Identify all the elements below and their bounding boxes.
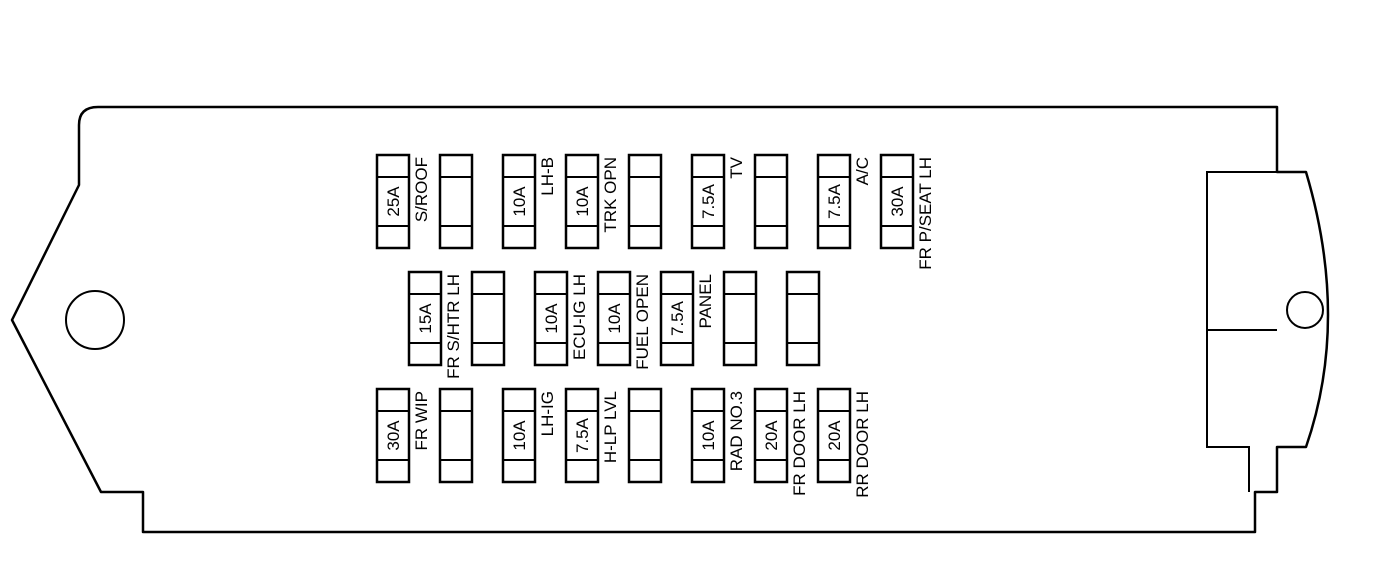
- fuse-label: A/C: [853, 157, 872, 185]
- fuse-label: FR P/SEAT LH: [916, 157, 935, 270]
- fuse-body: [753, 153, 789, 250]
- fuse-label: ECU-IG LH: [570, 274, 589, 360]
- fuse-rating: 10A: [605, 303, 624, 334]
- fuse-label: H-LP LVL: [601, 391, 620, 463]
- fuse-slot: 25A S/ROOF: [375, 153, 431, 250]
- fuse-rating: 15A: [416, 303, 435, 334]
- fuse-slot: [753, 153, 789, 250]
- fuse-body: [722, 270, 758, 367]
- fuse-slot: 30A FR P/SEAT LH: [879, 153, 935, 270]
- fuse-rating: 30A: [384, 420, 403, 451]
- fuse-slot: [722, 270, 758, 367]
- fuse-body: [533, 270, 569, 367]
- fuse-slot: 10A FUEL OPEN: [596, 270, 652, 370]
- fuse-rating: 30A: [888, 186, 907, 217]
- fuse-body: [816, 153, 852, 250]
- fuse-slot: 20A FR DOOR LH: [753, 387, 809, 496]
- fuse-body: [470, 270, 506, 367]
- fuse-slot: 10A LH-IG: [501, 387, 557, 484]
- fuse-body: [407, 270, 443, 367]
- fuse-body: [879, 153, 915, 250]
- fuse-rating: 10A: [699, 420, 718, 451]
- fuse-body: [375, 387, 411, 484]
- fuse-label: TRK OPN: [601, 157, 620, 233]
- fuse-label: FUEL OPEN: [633, 274, 652, 370]
- fuse-slot: 7.5A TV: [690, 153, 746, 250]
- fuse-rating: 7.5A: [825, 183, 844, 219]
- fuse-label: FR DOOR LH: [790, 391, 809, 496]
- fuse-slot: [438, 153, 474, 250]
- fuse-label: S/ROOF: [412, 157, 431, 222]
- fuse-slot: [470, 270, 506, 367]
- fuse-slot: 15A FR S/HTR LH: [407, 270, 463, 379]
- right-mount-hole: [1286, 291, 1324, 329]
- fuse-rating: 10A: [542, 303, 561, 334]
- fuse-rating: 7.5A: [699, 183, 718, 219]
- fuse-label: LH-B: [538, 157, 557, 196]
- fuse-body: [438, 387, 474, 484]
- fuse-slot: [785, 270, 821, 367]
- fuse-rating: 10A: [573, 186, 592, 217]
- left-mount-hole: [65, 290, 125, 350]
- fuse-slot: 30A FR WIP: [375, 387, 431, 484]
- fuse-body: [753, 387, 789, 484]
- fuse-rating: 10A: [510, 420, 529, 451]
- fuse-grid: 25A S/ROOF 10A LH-B 10A TRK OPN 7.5A TV 7.5A A/C 3…: [375, 153, 935, 498]
- fuse-label: FR S/HTR LH: [444, 274, 463, 379]
- fuse-body: [785, 270, 821, 367]
- fuse-label: RAD NO.3: [727, 391, 746, 471]
- fuse-label: FR WIP: [412, 391, 431, 451]
- fuse-slot: [627, 387, 663, 484]
- fuse-body: [438, 153, 474, 250]
- fuse-slot: 7.5A H-LP LVL: [564, 387, 620, 484]
- fuse-label: PANEL: [696, 274, 715, 329]
- fuse-rating: 20A: [762, 420, 781, 451]
- fuse-body: [564, 387, 600, 484]
- fuse-label: RR DOOR LH: [853, 391, 872, 498]
- fuse-body: [659, 270, 695, 367]
- fuse-rating: 10A: [510, 186, 529, 217]
- fuse-body: [627, 387, 663, 484]
- fuse-body: [690, 387, 726, 484]
- fuse-body: [816, 387, 852, 484]
- fuse-body: [627, 153, 663, 250]
- fuse-rating: 20A: [825, 420, 844, 451]
- fuse-label: LH-IG: [538, 391, 557, 436]
- fuse-slot: 10A TRK OPN: [564, 153, 620, 250]
- fuse-body: [501, 387, 537, 484]
- fuse-slot: [438, 387, 474, 484]
- fuse-slot: 10A RAD NO.3: [690, 387, 746, 484]
- fuse-label: TV: [727, 156, 746, 178]
- fuse-slot: 20A RR DOOR LH: [816, 387, 872, 498]
- fuse-rating: 7.5A: [668, 300, 687, 336]
- fuse-slot: [627, 153, 663, 250]
- fuse-rating: 7.5A: [573, 417, 592, 453]
- fuse-slot: 7.5A PANEL: [659, 270, 715, 367]
- right-connector-outline: [1206, 171, 1306, 492]
- fuse-body: [690, 153, 726, 250]
- fuse-body: [564, 153, 600, 250]
- fuse-slot: 10A LH-B: [501, 153, 557, 250]
- fuse-body: [501, 153, 537, 250]
- fuse-rating: 25A: [384, 186, 403, 217]
- fuse-body: [596, 270, 632, 367]
- fuse-slot: 7.5A A/C: [816, 153, 872, 250]
- fuse-body: [375, 153, 411, 250]
- fuse-slot: 10A ECU-IG LH: [533, 270, 589, 367]
